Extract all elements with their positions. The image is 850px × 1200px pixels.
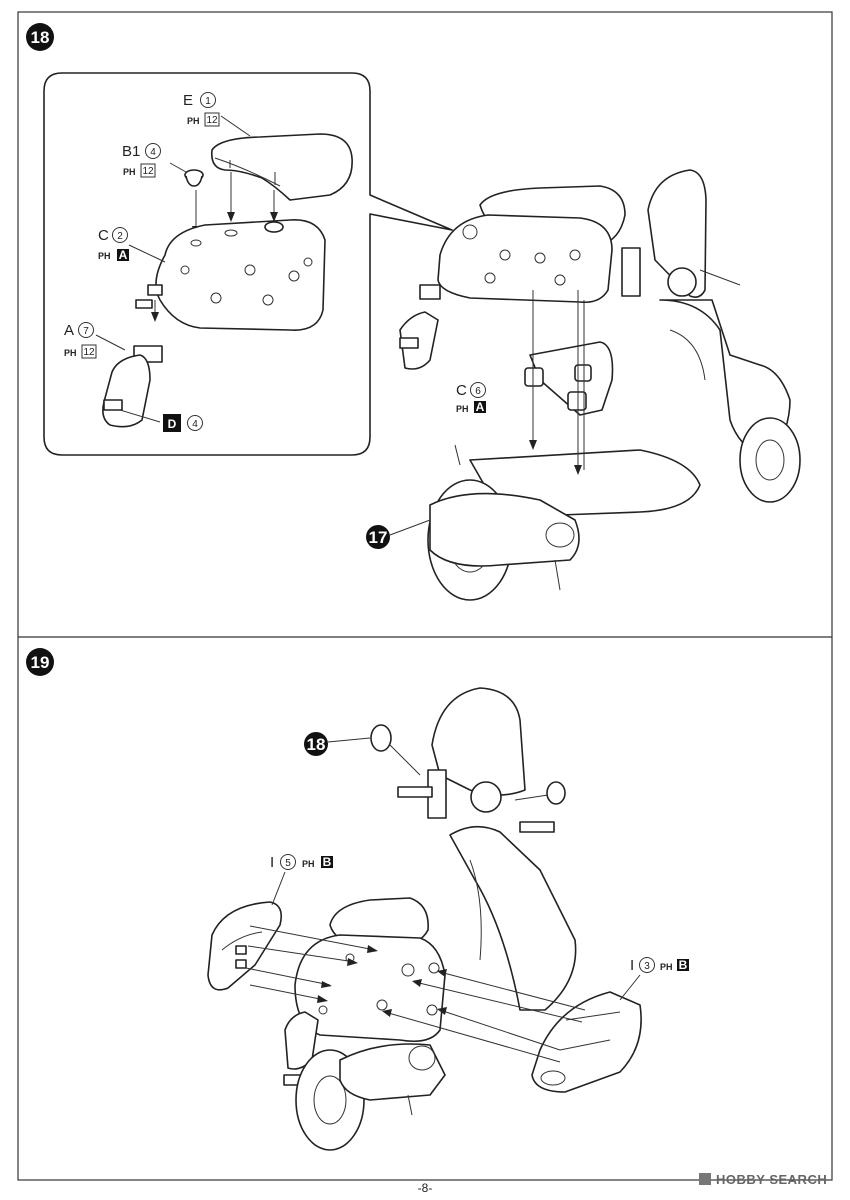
svg-text:6: 6 xyxy=(475,386,481,397)
svg-text:12: 12 xyxy=(83,347,95,358)
watermark: HOBBY SEARCH xyxy=(699,1172,827,1187)
step-18-number: 18 xyxy=(31,28,50,47)
rear-body-part-c xyxy=(135,219,326,331)
svg-text:HOBBY SEARCH: HOBBY SEARCH xyxy=(716,1172,827,1187)
step-19: 19 18 xyxy=(26,648,689,1151)
label-i3: I 3 PH B xyxy=(619,957,689,1001)
svg-text:3: 3 xyxy=(644,961,650,972)
label-c6: C 6 PH A xyxy=(456,382,486,414)
svg-text:PH: PH xyxy=(456,404,469,414)
svg-text:12: 12 xyxy=(142,166,154,177)
assembly-arrows-18 xyxy=(529,290,585,475)
svg-text:4: 4 xyxy=(192,419,198,430)
svg-text:C: C xyxy=(456,382,467,399)
detail-inset: E 1 PH 12 B1 4 PH 12 xyxy=(43,72,453,456)
svg-text:C: C xyxy=(98,227,109,244)
seat-part-e xyxy=(210,115,353,201)
step-19-number: 19 xyxy=(31,653,50,672)
svg-text:A: A xyxy=(64,322,74,339)
svg-text:18: 18 xyxy=(307,735,326,754)
assembly-arrows-19 xyxy=(245,925,586,1063)
svg-text:12: 12 xyxy=(206,115,218,126)
label-c2: C 2 PH A xyxy=(98,227,166,263)
page-number: -8- xyxy=(418,1181,433,1195)
mudguard-part-a xyxy=(102,345,163,428)
label-b1: B1 4 PH 12 xyxy=(122,143,161,178)
step-19-badge xyxy=(26,648,54,676)
svg-text:4: 4 xyxy=(150,147,156,158)
svg-text:A: A xyxy=(119,248,128,262)
step-18-badge xyxy=(26,23,54,51)
label-i5: I 5 PH B xyxy=(270,854,333,906)
side-cover-right xyxy=(531,991,642,1093)
side-cover-left xyxy=(207,901,283,991)
svg-text:PH: PH xyxy=(302,859,315,869)
label-a7: A 7 PH 12 xyxy=(64,322,126,359)
svg-text:B: B xyxy=(679,958,688,972)
svg-text:B: B xyxy=(323,855,332,869)
svg-text:D: D xyxy=(168,417,177,431)
scooter-illustration-18 xyxy=(399,169,801,601)
svg-text:5: 5 xyxy=(285,858,291,869)
page-frame xyxy=(17,11,833,1181)
svg-text:B1: B1 xyxy=(122,143,140,160)
svg-text:I: I xyxy=(270,854,274,871)
svg-text:1: 1 xyxy=(205,96,211,107)
svg-text:E: E xyxy=(183,92,193,109)
svg-text:17: 17 xyxy=(369,528,388,547)
ref-step-17: 17 xyxy=(366,519,431,549)
ref-step-18: 18 xyxy=(304,732,371,756)
svg-text:PH: PH xyxy=(64,348,77,358)
svg-text:PH: PH xyxy=(123,167,136,177)
scooter-illustration-19 xyxy=(283,687,577,1151)
svg-text:7: 7 xyxy=(83,326,89,337)
svg-text:I: I xyxy=(630,957,634,974)
step-18: 18 E 1 PH 12 xyxy=(26,23,801,601)
svg-text:PH: PH xyxy=(187,116,200,126)
decal-d4: D 4 xyxy=(119,409,203,432)
label-e1: E 1 PH 12 xyxy=(183,92,220,127)
svg-text:A: A xyxy=(476,400,485,414)
svg-text:2: 2 xyxy=(117,231,123,242)
knob-part-b1 xyxy=(169,162,204,187)
svg-text:PH: PH xyxy=(98,251,111,261)
svg-text:PH: PH xyxy=(660,962,673,972)
